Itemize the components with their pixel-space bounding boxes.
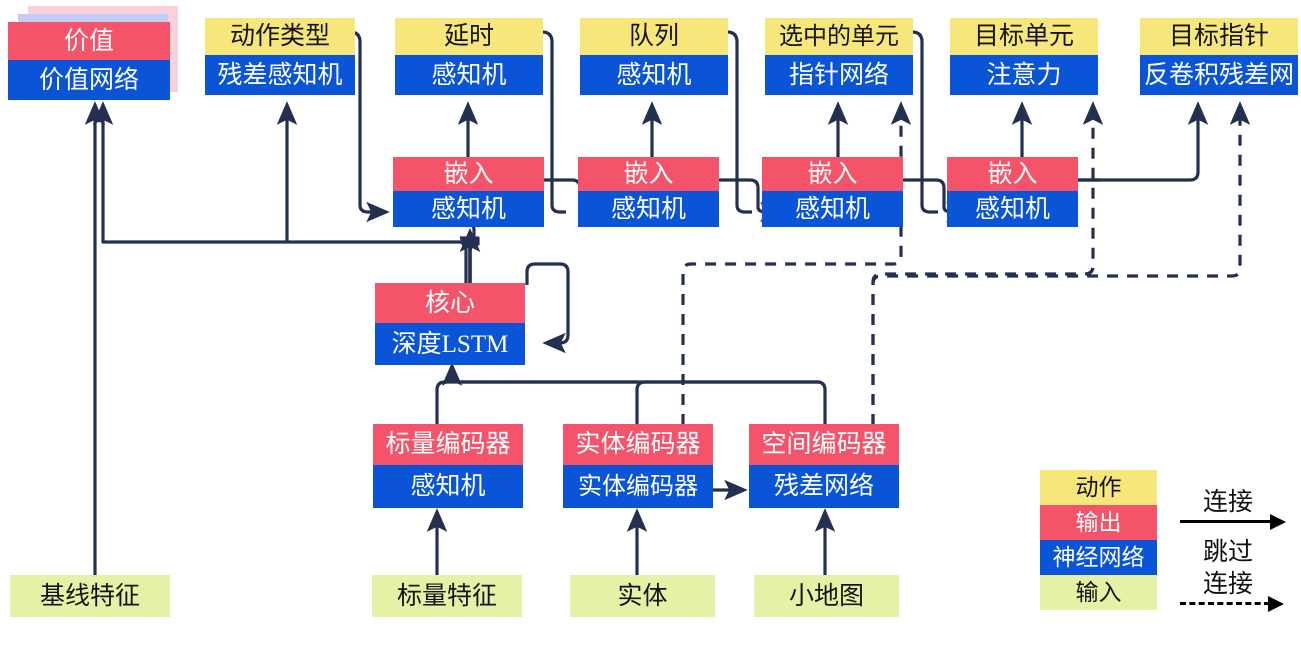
node-scalar-features[interactable]: 标量特征 [372,575,522,617]
node-baseline-features-label: 基线特征 [10,575,170,617]
node-delay-top: 延时 [395,18,543,55]
node-target-point-bottom: 反卷积残差网 [1140,55,1298,95]
node-scalar-features-label: 标量特征 [372,575,522,617]
legend-swatch-action: 动作 [1040,470,1157,505]
node-value-bottom: 价值网络 [8,60,170,100]
legend-swatches: 动作 输出 神经网络 输入 [1040,470,1157,610]
node-scalar-encoder-bottom: 感知机 [373,465,523,508]
node-entities[interactable]: 实体 [570,575,715,617]
node-embed-2-top: 嵌入 [578,157,719,191]
node-embed-2[interactable]: 嵌入 感知机 [578,157,719,227]
node-delay-bottom: 感知机 [395,55,543,95]
node-spatial-encoder-top: 空间编码器 [749,424,899,465]
legend-swatch-input: 输入 [1040,575,1157,610]
node-minimap[interactable]: 小地图 [754,575,899,617]
node-action-type[interactable]: 动作类型 残差感知机 [205,18,355,95]
node-queue-top: 队列 [580,18,728,55]
node-entity-encoder-bottom: 实体编码器 [563,465,713,508]
node-embed-2-bottom: 感知机 [578,191,719,227]
node-target-point-top: 目标指针 [1140,18,1298,55]
node-core[interactable]: 核心 深度LSTM [375,283,525,365]
node-queue-bottom: 感知机 [580,55,728,95]
node-entity-encoder-top: 实体编码器 [563,424,713,465]
node-target-unit-bottom: 注意力 [950,55,1098,95]
node-selected-units-bottom: 指针网络 [765,55,913,95]
legend-dashed-arrow-line [1180,602,1270,605]
node-entities-label: 实体 [570,575,715,617]
node-spatial-encoder[interactable]: 空间编码器 残差网络 [749,424,899,508]
legend-skip-label-line2: 连接 [1202,571,1253,598]
node-embed-1-bottom: 感知机 [393,191,544,227]
legend-dashed-arrow-head [1268,595,1284,612]
legend-solid-arrow-line [1180,520,1272,523]
node-queue[interactable]: 队列 感知机 [580,18,728,95]
node-selected-units[interactable]: 选中的单元 指针网络 [765,18,913,95]
node-embed-4-top: 嵌入 [947,157,1078,191]
node-selected-units-top: 选中的单元 [765,18,913,55]
node-value-top: 价值 [8,22,170,60]
node-core-bottom: 深度LSTM [375,323,525,365]
node-embed-3-top: 嵌入 [762,157,903,191]
legend-solid-arrow-head [1270,513,1286,530]
node-scalar-encoder[interactable]: 标量编码器 感知机 [373,424,523,508]
node-action-type-bottom: 残差感知机 [205,55,355,95]
node-delay[interactable]: 延时 感知机 [395,18,543,95]
legend-swatch-network: 神经网络 [1040,540,1157,575]
node-embed-4[interactable]: 嵌入 感知机 [947,157,1078,227]
node-core-top: 核心 [375,283,525,323]
node-target-unit-top: 目标单元 [950,18,1098,55]
legend-skip-label-line1: 跳过 [1202,539,1253,566]
node-embed-1-top: 嵌入 [393,157,544,191]
node-embed-3[interactable]: 嵌入 感知机 [762,157,903,227]
node-value[interactable]: 价值 价值网络 [8,22,170,100]
node-embed-4-bottom: 感知机 [947,191,1078,227]
node-spatial-encoder-bottom: 残差网络 [749,465,899,508]
node-embed-3-bottom: 感知机 [762,191,903,227]
node-action-type-top: 动作类型 [205,18,355,55]
node-target-point[interactable]: 目标指针 反卷积残差网 [1140,18,1298,95]
node-minimap-label: 小地图 [754,575,899,617]
node-target-unit[interactable]: 目标单元 注意力 [950,18,1098,95]
legend-swatch-output: 输出 [1040,505,1157,540]
legend-connection-label: 连接 [1202,489,1253,516]
legend-arrows: 连接 跳过 连接 [1180,470,1292,612]
node-scalar-encoder-top: 标量编码器 [373,424,523,465]
node-baseline-features[interactable]: 基线特征 [10,575,170,617]
node-embed-1[interactable]: 嵌入 感知机 [393,157,544,227]
node-entity-encoder[interactable]: 实体编码器 实体编码器 [563,424,713,508]
